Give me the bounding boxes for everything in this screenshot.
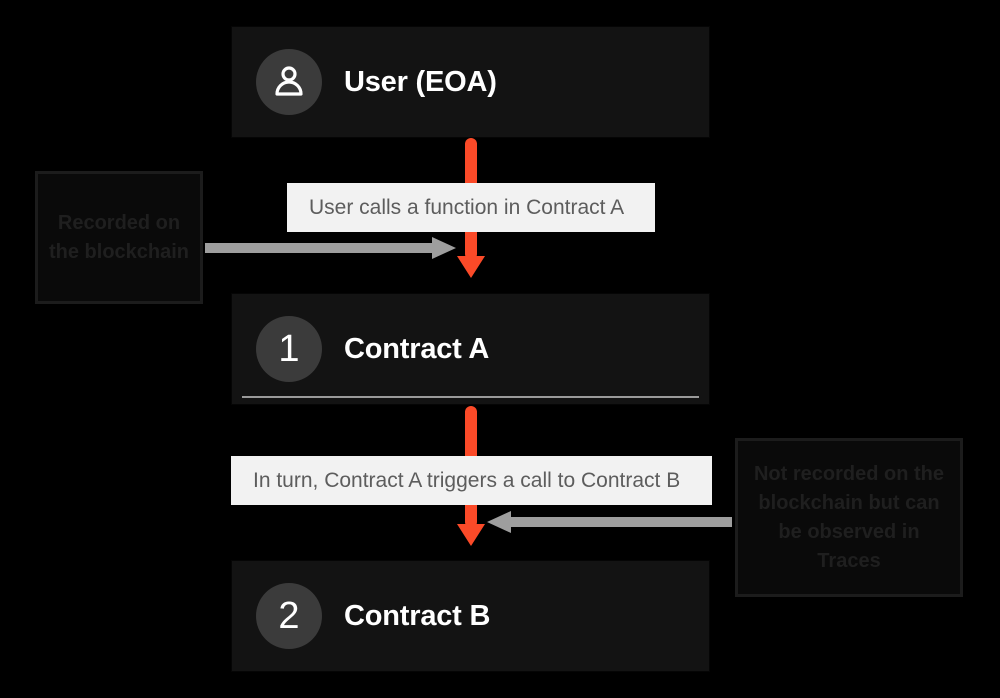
node-title: Contract B	[344, 599, 491, 632]
callout-text: Not recorded on the blockchain but can b…	[753, 462, 944, 572]
annotation-arrow-right-icon	[205, 237, 456, 259]
callout-recorded-on-blockchain: Recorded on the blockchain	[35, 171, 203, 304]
node-user[interactable]: User (EOA)	[231, 26, 710, 138]
callout-text: Recorded on the blockchain	[48, 211, 190, 263]
step-label-1: User calls a function in Contract A	[287, 183, 655, 232]
node-contract-a[interactable]: 1 Contract A	[231, 293, 710, 405]
arrowhead-down-icon	[457, 524, 485, 546]
node-contract-b[interactable]: 2 Contract B	[231, 560, 710, 672]
arrowhead-left-icon	[487, 511, 511, 533]
arrow-shaft	[509, 517, 732, 527]
arrow-shaft	[205, 243, 434, 253]
step-label-text: User calls a function in Contract A	[309, 195, 625, 219]
annotation-arrow-left-icon	[487, 511, 732, 533]
node-badge-number: 2	[256, 583, 322, 649]
arrowhead-down-icon	[457, 256, 485, 278]
node-title: Contract A	[344, 332, 490, 365]
user-icon	[275, 66, 303, 96]
node-badge-avatar	[256, 49, 322, 115]
callout-not-recorded-on-blockchain: Not recorded on the blockchain but can b…	[735, 438, 963, 597]
node-badge-number: 1	[256, 316, 322, 382]
node-title: User (EOA)	[344, 65, 497, 98]
step-label-2: In turn, Contract A triggers a call to C…	[231, 456, 712, 505]
step-label-text: In turn, Contract A triggers a call to C…	[253, 468, 681, 492]
arrowhead-right-icon	[432, 237, 456, 259]
